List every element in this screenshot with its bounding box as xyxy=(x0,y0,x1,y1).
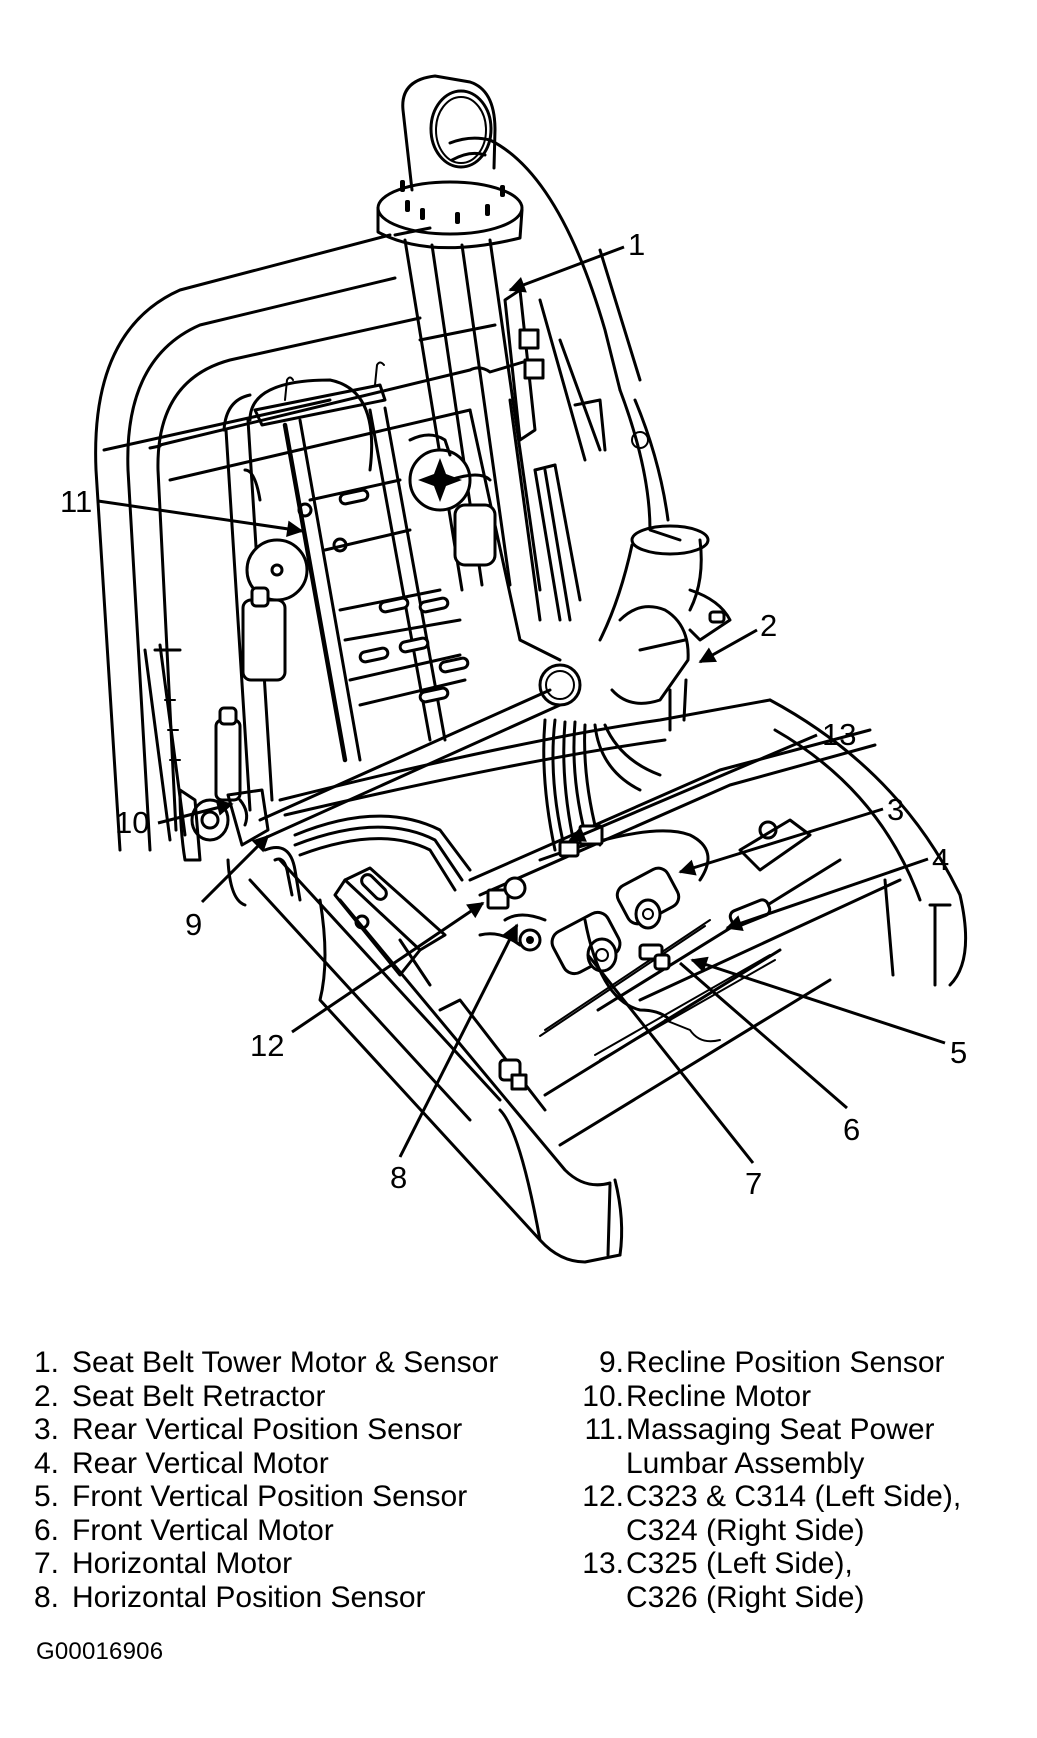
seat-back-frame xyxy=(94,226,562,852)
legend-label: Rear Vertical Motor xyxy=(72,1446,329,1480)
leader-6 xyxy=(679,961,848,1110)
legend-label: Recline Position Sensor xyxy=(626,1346,945,1379)
legend-label: C323 & C314 (Left Side), xyxy=(626,1480,962,1513)
seat-line-drawing: 1 2 3 4 5 6 7 8 9 10 11 12 13 xyxy=(60,74,968,1264)
leader-2 xyxy=(698,628,758,664)
right-recline-track xyxy=(533,463,582,707)
legend-item: 10. Recline Motor xyxy=(572,1380,1032,1414)
leader-12 xyxy=(291,901,485,1034)
legend-number: 7. xyxy=(34,1547,60,1580)
legend-item: 6. Front Vertical Motor xyxy=(34,1514,594,1548)
callout-9: 9 xyxy=(185,907,202,942)
legend-number: 13. xyxy=(582,1547,624,1580)
legend-number: 11. xyxy=(584,1413,624,1446)
leader-8 xyxy=(398,923,519,1158)
callout-5: 5 xyxy=(950,1035,967,1070)
legend-number: 10. xyxy=(582,1379,624,1413)
callout-8: 8 xyxy=(390,1160,407,1195)
legend-label: Massaging Seat Power xyxy=(626,1413,935,1446)
callout-numbers: 1 2 3 4 5 6 7 8 9 10 11 12 13 xyxy=(60,227,967,1201)
legend-item: 8. Horizontal Position Sensor xyxy=(34,1581,594,1615)
legend-label: Horizontal Position Sensor xyxy=(72,1580,426,1614)
legend-item: 1. Seat Belt Tower Motor & Sensor xyxy=(34,1346,594,1380)
legend-column-left: 1. Seat Belt Tower Motor & Sensor 2. Sea… xyxy=(34,1346,594,1614)
leader-13 xyxy=(568,733,818,842)
legend-item: 13. C325 (Left Side), xyxy=(572,1547,1032,1581)
leader-9 xyxy=(200,834,270,904)
legend-item-continuation: C324 (Right Side) xyxy=(626,1513,865,1547)
legend-item-continuation: C326 (Right Side) xyxy=(626,1580,865,1614)
leader-4 xyxy=(725,857,929,931)
legend-label: Rear Vertical Position Sensor xyxy=(72,1413,463,1446)
legend-number: 3. xyxy=(34,1413,60,1446)
callout-7: 7 xyxy=(745,1166,762,1201)
legend-label: Seat Belt Tower Motor & Sensor xyxy=(72,1346,499,1379)
callout-leaders xyxy=(97,245,946,1164)
leader-10 xyxy=(157,799,234,825)
legend-number: 1. xyxy=(34,1346,60,1379)
legend-label: Front Vertical Position Sensor xyxy=(72,1480,468,1513)
legend-item: 11. Massaging Seat Power xyxy=(572,1413,1032,1447)
figure-id: G00016906 xyxy=(36,1638,164,1665)
legend-label: Recline Motor xyxy=(626,1379,812,1413)
legend-item: 4. Rear Vertical Motor xyxy=(34,1447,594,1481)
callout-4: 4 xyxy=(932,842,949,877)
legend-item-continuation: Lumbar Assembly xyxy=(626,1446,865,1480)
legend-number: 4. xyxy=(34,1446,60,1480)
callout-13: 13 xyxy=(822,717,856,752)
legend-item: 2. Seat Belt Retractor xyxy=(34,1380,594,1414)
legend-number: 6. xyxy=(34,1513,60,1547)
callout-12: 12 xyxy=(250,1028,284,1063)
legend-number: 8. xyxy=(34,1580,60,1614)
leader-3 xyxy=(678,807,884,876)
legend-item: 7. Horizontal Motor xyxy=(34,1547,594,1581)
callout-2: 2 xyxy=(760,608,777,643)
seat-belt-tower xyxy=(376,74,649,592)
legend-item: 3. Rear Vertical Position Sensor xyxy=(34,1413,594,1447)
legend-number: 12. xyxy=(582,1480,624,1513)
legend-label: C325 (Left Side), xyxy=(626,1547,853,1580)
callout-6: 6 xyxy=(843,1112,860,1147)
legend-number: 2. xyxy=(34,1379,60,1413)
legend-label: Front Vertical Motor xyxy=(72,1513,334,1547)
legend-number: 9. xyxy=(598,1346,624,1379)
seat-cushion-frame xyxy=(248,698,968,1264)
lumbar-massage-assembly xyxy=(241,361,497,763)
leader-5 xyxy=(690,956,946,1045)
leader-11 xyxy=(97,499,304,538)
legend-number: 5. xyxy=(34,1480,60,1513)
wire-harness xyxy=(293,718,877,947)
legend-column-right: 9. Recline Position Sensor 10. Recline M… xyxy=(572,1346,1032,1614)
callout-1: 1 xyxy=(628,227,645,262)
under-seat-motors xyxy=(518,818,812,1022)
leader-1 xyxy=(508,245,625,293)
callout-10: 10 xyxy=(115,805,149,840)
leader-7 xyxy=(586,954,755,1164)
legend-label: Horizontal Motor xyxy=(72,1547,293,1580)
seat-belt-retractor-area xyxy=(598,388,732,732)
legend-item: 12. C323 & C314 (Left Side), xyxy=(572,1480,1032,1514)
legend-item: 9. Recline Position Sensor xyxy=(572,1346,1032,1380)
callout-3: 3 xyxy=(887,792,904,827)
legend-item: 5. Front Vertical Position Sensor xyxy=(34,1480,594,1514)
seat-component-diagram: 1 2 3 4 5 6 7 8 9 10 11 12 13 xyxy=(60,74,968,1264)
legend-label: Seat Belt Retractor xyxy=(72,1379,326,1413)
callout-11: 11 xyxy=(60,484,92,519)
